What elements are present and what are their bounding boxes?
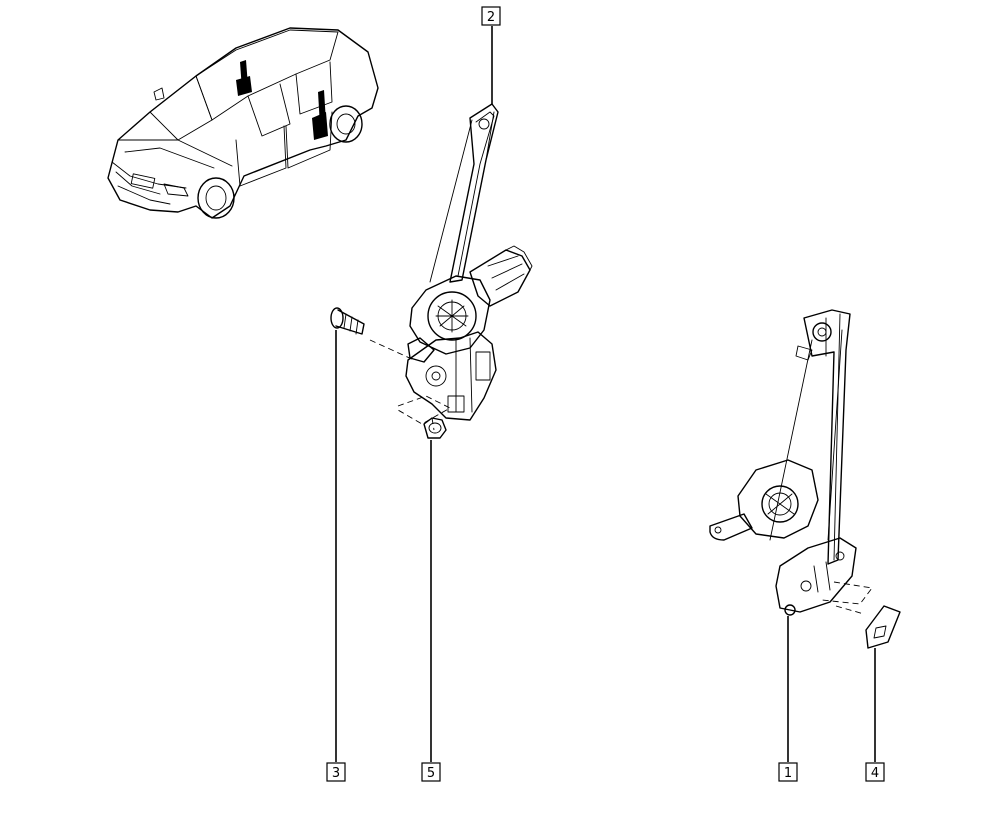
callout-2: 2 (481, 6, 501, 26)
car-locator-illustration (107, 27, 379, 219)
callout-label-5: 5 (427, 766, 435, 781)
callout-1: 1 (778, 762, 798, 782)
callout-5: 5 (421, 762, 441, 782)
fixing-bolt (330, 307, 365, 335)
plastic-clip (865, 605, 901, 649)
callout-label-2: 2 (487, 10, 495, 25)
callout-label-4: 4 (871, 766, 879, 781)
manual-window-regulator (709, 309, 873, 616)
electric-window-regulator (369, 103, 533, 431)
callout-4: 4 (865, 762, 885, 782)
callout-3: 3 (326, 762, 346, 782)
callout-label-1: 1 (784, 766, 792, 781)
callout-label-3: 3 (332, 766, 340, 781)
fixing-nut (423, 417, 447, 439)
leader-lines (335, 26, 876, 762)
